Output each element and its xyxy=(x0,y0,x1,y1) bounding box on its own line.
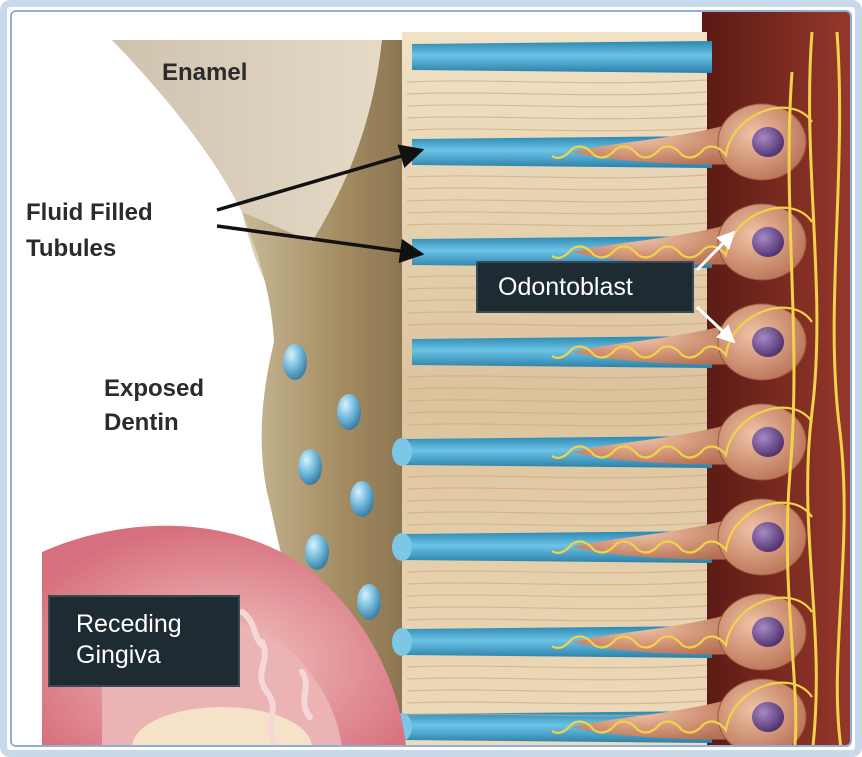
tubule-opening xyxy=(392,533,412,561)
receding-gingiva-label-box: Receding Gingiva xyxy=(48,595,240,687)
odontoblast-nucleus xyxy=(752,427,784,457)
odontoblast-nucleus xyxy=(752,617,784,647)
tubule-opening xyxy=(392,438,412,466)
odontoblast-nucleus xyxy=(752,227,784,257)
odontoblast-nucleus xyxy=(752,127,784,157)
tubule xyxy=(412,41,712,73)
fluid-droplet xyxy=(298,449,322,485)
fluid-droplet xyxy=(350,481,374,517)
label-odontoblast: Odontoblast xyxy=(498,273,633,301)
tubule-opening xyxy=(392,628,412,656)
label-enamel: Enamel xyxy=(162,58,247,88)
label-fluid-filled: Fluid Filled xyxy=(26,198,153,228)
odontoblast-label-box: Odontoblast xyxy=(476,261,694,313)
label-dentin: Dentin xyxy=(104,408,179,438)
odontoblast-nucleus xyxy=(752,522,784,552)
label-exposed: Exposed xyxy=(104,374,204,404)
label-receding: Receding xyxy=(76,609,238,640)
fluid-droplet xyxy=(357,584,381,620)
fluid-droplet xyxy=(305,534,329,570)
fluid-droplet xyxy=(337,394,361,430)
illustration: Enamel Fluid Filled Tubules Exposed Dent… xyxy=(10,10,852,747)
odontoblast-nucleus xyxy=(752,327,784,357)
odontoblast-nucleus xyxy=(752,702,784,732)
label-gingiva: Gingiva xyxy=(76,640,238,671)
label-tubules: Tubules xyxy=(26,234,116,264)
fluid-droplet xyxy=(283,344,307,380)
